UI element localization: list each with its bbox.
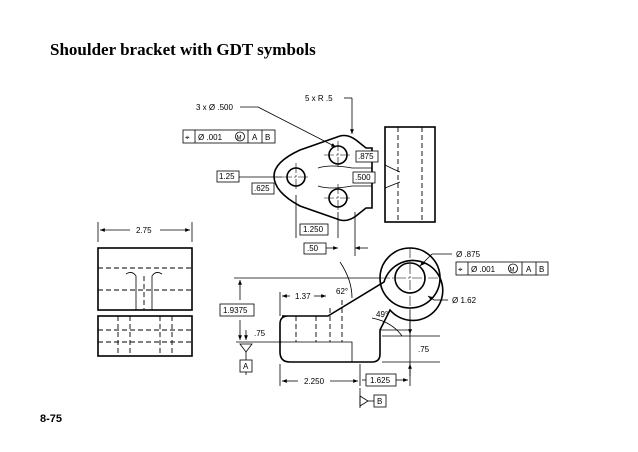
dim-125: 1.25 bbox=[219, 172, 235, 181]
fcf2-datum-a: A bbox=[526, 265, 532, 274]
page-title: Shoulder bracket with GDT symbols bbox=[50, 40, 316, 59]
fcf-modifier: M bbox=[237, 136, 242, 142]
front-bracket-outline bbox=[279, 259, 444, 363]
fcf-tolerance: Ø .001 bbox=[198, 133, 223, 142]
datum-b: B bbox=[377, 397, 382, 406]
front-view: 1.9375 1.37 62° 49° .75 A .75 2.250 bbox=[219, 247, 549, 408]
radius-callout: 5 x R .5 bbox=[305, 94, 333, 103]
bracket-outline bbox=[273, 134, 373, 222]
fcf-front: ⌖ Ø .001 M A B bbox=[455, 261, 549, 276]
left-upper-block bbox=[97, 247, 193, 311]
side-view-body bbox=[384, 126, 436, 223]
angle-62: 62° bbox=[336, 287, 348, 296]
dim-625: .625 bbox=[254, 184, 270, 193]
fcf2-tolerance: Ø .001 bbox=[471, 265, 496, 274]
dim-137: 1.37 bbox=[295, 292, 311, 301]
dim-875: .875 bbox=[358, 152, 374, 161]
fcf-top: ⌖ Ø .001 M A B bbox=[182, 129, 276, 144]
dia-162: Ø 1.62 bbox=[452, 296, 477, 305]
dim-1250: 1.250 bbox=[303, 225, 324, 234]
fcf2-position-symbol: ⌖ bbox=[458, 265, 463, 274]
dim-75-right: .75 bbox=[418, 345, 430, 354]
angle-49: 49° bbox=[376, 310, 388, 319]
dim-275: 2.75 bbox=[136, 226, 152, 235]
dim-2250: 2.250 bbox=[304, 377, 325, 386]
page-number: 8-75 bbox=[40, 413, 63, 425]
datum-a: A bbox=[243, 362, 249, 371]
dia-875: Ø .875 bbox=[456, 250, 481, 259]
fcf-datum-b: B bbox=[265, 133, 270, 142]
dim-50: .50 bbox=[307, 244, 319, 253]
dim-500: .500 bbox=[355, 173, 371, 182]
fcf2-modifier: M bbox=[510, 268, 515, 274]
holes-callout: 3 x Ø .500 bbox=[196, 103, 233, 112]
fcf2-datum-b: B bbox=[539, 265, 544, 274]
fcf-position-symbol: ⌖ bbox=[185, 133, 190, 142]
left-view: 2.75 bbox=[97, 222, 193, 357]
left-lower-block bbox=[97, 315, 193, 357]
dim-1625: 1.625 bbox=[370, 376, 391, 385]
top-view: 3 x Ø .500 5 x R .5 ⌖ Ø .001 M A B .875 … bbox=[182, 94, 436, 256]
fcf-datum-a: A bbox=[252, 133, 258, 142]
dim-75-left: .75 bbox=[254, 329, 266, 338]
dim-19375: 1.9375 bbox=[223, 306, 248, 315]
